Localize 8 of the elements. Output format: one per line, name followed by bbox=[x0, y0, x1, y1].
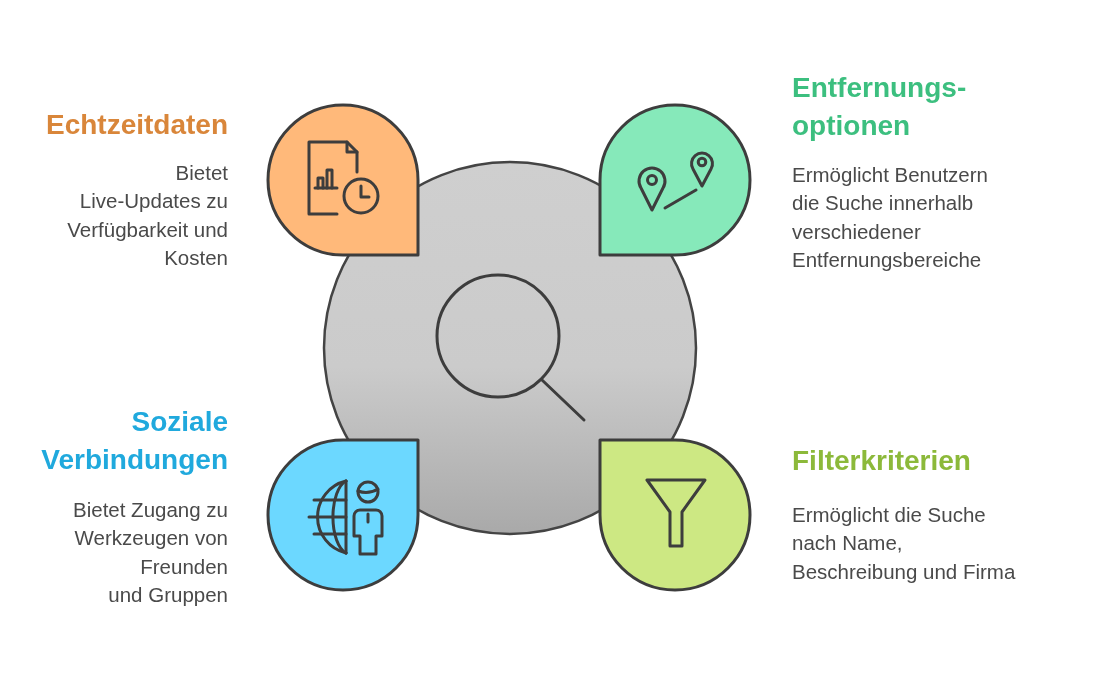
heading: Soziale Verbindungen bbox=[40, 405, 228, 477]
description: Ermöglicht Benutzern die Suche innerhalb verschiedener Entfernungsbereiche bbox=[792, 162, 989, 274]
description: Bietet Live-Updates zu Verfügbarkeit und Kosten bbox=[66, 160, 228, 272]
description: Ermöglicht die Suche nach Name, Beschreibung und Firma bbox=[792, 502, 1017, 585]
description: Bietet Zugang zu Werkzeugen von Freunden und Gruppen bbox=[72, 497, 228, 609]
heading: Filterkriterien bbox=[792, 444, 972, 478]
heading: Entfernungs-optionen bbox=[792, 71, 968, 143]
heading: Echtzeitdaten bbox=[44, 108, 228, 142]
